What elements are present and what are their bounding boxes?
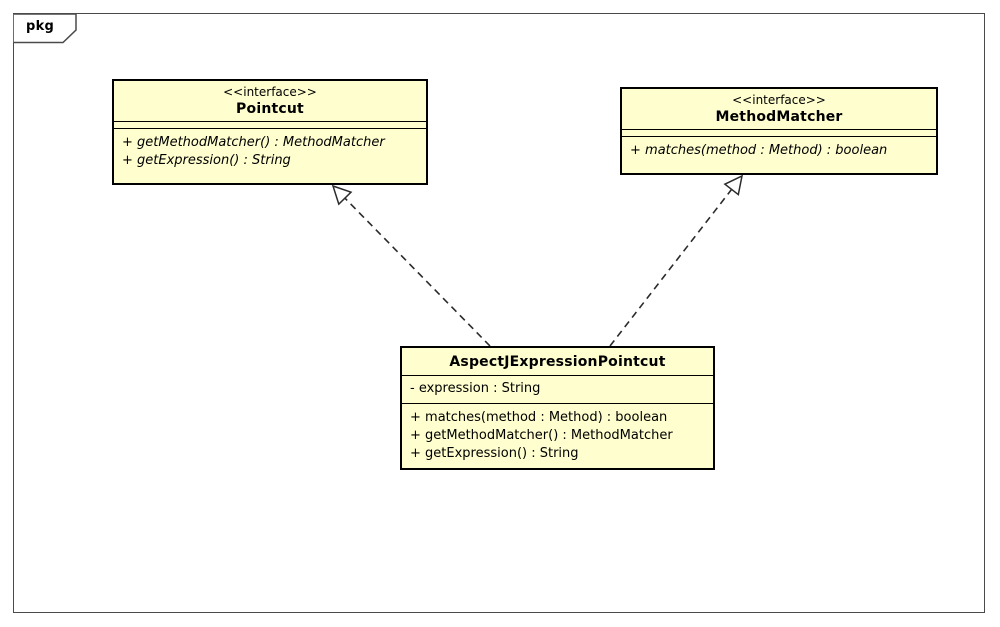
member: + getMethodMatcher() : MethodMatcher — [122, 135, 385, 150]
class-name: Pointcut — [236, 101, 304, 117]
attributes-compartment — [622, 129, 936, 137]
class-pointcut: <<interface>> Pointcut + getMethodMatche… — [112, 79, 428, 185]
class-stereotype: <<interface>> — [732, 93, 826, 107]
class-aspectjexpressionpointcut: AspectJExpressionPointcut - expression :… — [400, 346, 715, 470]
class-header: <<interface>> Pointcut — [114, 81, 426, 121]
operations-compartment: + getMethodMatcher() : MethodMatcher + ge… — [114, 129, 426, 176]
operations-compartment: + matches(method : Method) : boolean + ge… — [402, 404, 713, 469]
class-methodmatcher: <<interface>> MethodMatcher + matches(me… — [620, 87, 938, 175]
operations-compartment: + matches(method : Method) : boolean — [622, 137, 936, 166]
package-name: pkg — [26, 19, 55, 34]
attributes-compartment — [114, 121, 426, 129]
class-name: MethodMatcher — [715, 109, 843, 125]
member: + getExpression() : String — [122, 153, 291, 168]
member: - expression : String — [410, 381, 541, 396]
member: + matches(method : Method) : boolean — [410, 410, 668, 425]
attributes-compartment: - expression : String — [402, 375, 713, 404]
member: + getExpression() : String — [410, 446, 579, 461]
member: + matches(method : Method) : boolean — [630, 143, 888, 158]
class-stereotype: <<interface>> — [223, 85, 317, 99]
class-name: AspectJExpressionPointcut — [449, 354, 666, 370]
member: + getMethodMatcher() : MethodMatcher — [410, 428, 673, 443]
class-header: AspectJExpressionPointcut — [402, 348, 713, 375]
class-header: <<interface>> MethodMatcher — [622, 89, 936, 129]
package-frame — [13, 13, 985, 613]
